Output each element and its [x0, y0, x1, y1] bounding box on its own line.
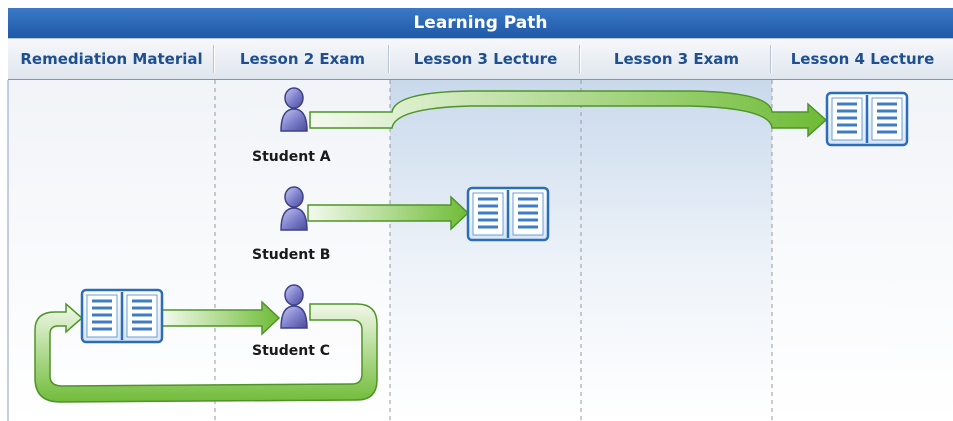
- student-b-label: Student B: [252, 247, 331, 263]
- column-label: Lesson 2 Exam: [239, 50, 366, 68]
- column-header-lesson-2-exam: Lesson 2 Exam: [215, 39, 390, 79]
- open-book-icon: [825, 91, 909, 147]
- arrow-right-icon: [307, 195, 470, 231]
- column-label: Lesson 4 Lecture: [790, 50, 935, 68]
- column-label: Lesson 3 Exam: [613, 50, 740, 68]
- student-a-label: Student A: [252, 149, 331, 165]
- column-dividers: [214, 80, 773, 421]
- column-bg-lesson-3-exam: [581, 80, 772, 421]
- header-divider: [771, 45, 772, 73]
- column-bg-lesson-3-lecture: [390, 80, 581, 421]
- header-divider: [214, 45, 215, 73]
- open-book-icon: [80, 288, 164, 344]
- column-header-row: Remediation Material Lesson 2 Exam Lesso…: [8, 38, 953, 81]
- column-bg-lesson-2-exam: [215, 80, 390, 421]
- column-header-lesson-3-exam: Lesson 3 Exam: [581, 39, 772, 79]
- remediation-loop-arrow: [34, 300, 378, 403]
- column-backgrounds: [8, 80, 953, 421]
- header-divider: [389, 45, 390, 73]
- header-divider: [580, 45, 581, 73]
- column-header-remediation-material: Remediation Material: [8, 39, 215, 79]
- column-header-lesson-4-lecture: Lesson 4 Lecture: [772, 39, 953, 79]
- column-label: Remediation Material: [20, 50, 203, 68]
- column-header-lesson-3-lecture: Lesson 3 Lecture: [390, 39, 581, 79]
- open-book-icon: [466, 186, 550, 242]
- diagram-title: Learning Path: [8, 8, 953, 38]
- column-label: Lesson 3 Lecture: [413, 50, 558, 68]
- arrow-right-icon: [309, 90, 828, 138]
- student-c-label: Student C: [252, 343, 331, 359]
